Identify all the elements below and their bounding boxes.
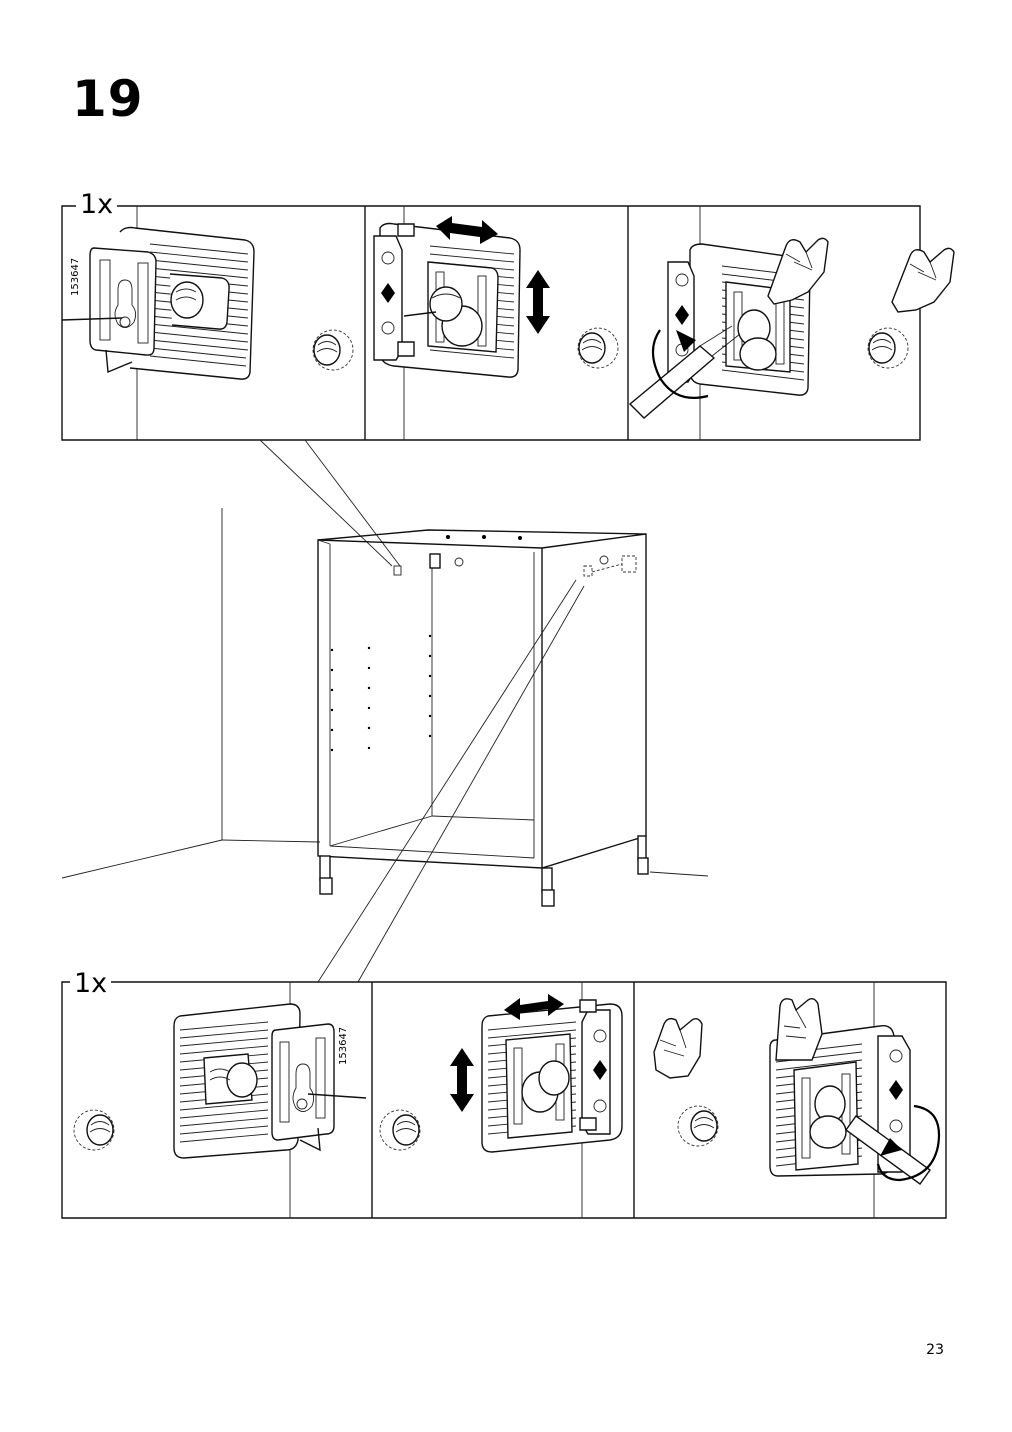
- top-quantity-label: 1x: [76, 191, 118, 218]
- bottom-panel-row: [61, 981, 947, 1219]
- bottom-panel-2-bracket-adjust: [379, 982, 623, 1218]
- top-panel-1-bracket-insert: [61, 206, 354, 440]
- top-part-number: 153647: [70, 257, 81, 296]
- step-number: 19: [72, 70, 144, 128]
- bottom-panel-3-bracket-tighten: [653, 982, 941, 1218]
- bottom-part-number: 153647: [338, 1026, 349, 1065]
- bottom-callout-lines: [317, 579, 585, 983]
- bottom-quantity-label: 1x: [70, 970, 112, 997]
- top-panel-3-bracket-tighten: [628, 206, 955, 440]
- bottom-panel-1-bracket-insert: [73, 982, 367, 1218]
- cabinet-drawing: [61, 508, 709, 907]
- top-callout-lines: [259, 439, 401, 567]
- top-panel-row: [61, 205, 921, 441]
- page-number: 23: [926, 1342, 944, 1358]
- top-panel-2-bracket-adjust: [373, 206, 619, 440]
